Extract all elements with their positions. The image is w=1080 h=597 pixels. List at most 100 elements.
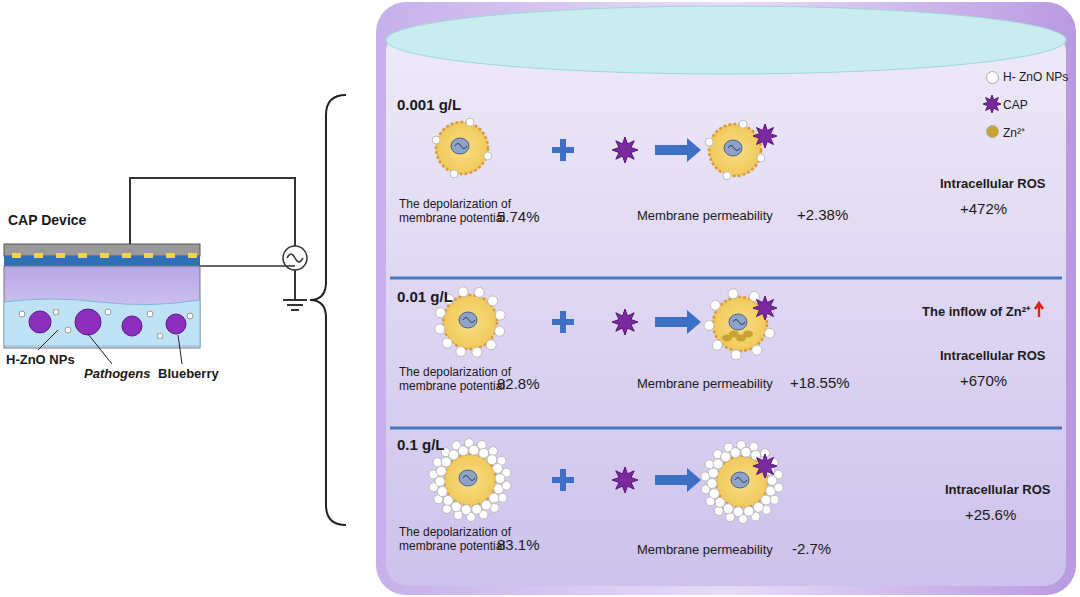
nanoparticle — [432, 136, 440, 144]
nanoparticle — [502, 481, 511, 490]
dna — [735, 478, 747, 483]
nanoparticle — [437, 487, 447, 497]
nanoparticle — [488, 296, 498, 306]
band-text: Membrane permeability — [637, 376, 773, 391]
nanoparticle — [487, 455, 497, 465]
band-text: +472% — [960, 200, 1007, 217]
nanoparticle — [456, 347, 466, 357]
nucleus — [459, 312, 477, 328]
nanoparticle — [705, 138, 713, 146]
blueberry — [122, 316, 142, 336]
nanoparticle — [458, 287, 468, 297]
nucleus — [729, 314, 747, 330]
concentration-band: 0.001 g/LThe depolarization of membrane … — [392, 88, 1060, 276]
band-text: +670% — [960, 372, 1007, 389]
nucleus — [731, 472, 749, 488]
electrode — [34, 253, 43, 258]
electrode — [144, 253, 153, 258]
blueberry — [166, 314, 186, 334]
electrode — [122, 253, 131, 258]
nanoparticle — [19, 311, 25, 317]
part-label: H-ZnO NPs — [6, 352, 75, 367]
concentration-heading: 0.1 g/L — [397, 436, 445, 453]
nanoparticle — [712, 340, 722, 350]
nanoparticle — [723, 504, 733, 514]
electrode — [78, 253, 87, 258]
band-text: +2.38% — [797, 206, 848, 223]
nanoparticle — [753, 502, 763, 512]
band-text: -2.7% — [792, 540, 831, 557]
band-text: 5.74% — [497, 208, 540, 225]
nanoparticle — [53, 309, 59, 315]
nanoparticle — [472, 347, 482, 357]
nanoparticle — [442, 338, 452, 348]
dna — [455, 144, 467, 149]
nanoparticle — [739, 120, 747, 128]
band-text: Membrane permeability — [637, 542, 773, 557]
nucleus — [724, 140, 742, 156]
nanoparticle — [757, 154, 765, 162]
dna — [728, 146, 740, 151]
band-text: 82.8% — [497, 375, 540, 392]
nanoparticle — [728, 289, 738, 299]
nanoparticle — [774, 483, 783, 492]
part-label: Blueberry — [158, 366, 219, 381]
nanoparticle — [493, 463, 503, 473]
nanoparticle — [721, 452, 731, 462]
nanoparticle — [105, 309, 111, 315]
nanoparticle — [481, 500, 491, 510]
nanoparticle — [435, 308, 445, 318]
legend-text: Zn²⁺ — [1003, 124, 1025, 141]
blueberry — [29, 311, 51, 333]
electrode — [100, 253, 109, 258]
nanoparticle — [710, 300, 720, 310]
dna — [463, 318, 475, 323]
band-text: +25.6% — [965, 506, 1016, 523]
electrode — [166, 253, 175, 258]
arrow — [655, 468, 701, 492]
nanoparticle — [65, 327, 71, 333]
legend-swatch — [986, 125, 999, 138]
nanoparticle — [715, 497, 725, 507]
nanoparticle — [466, 118, 474, 126]
electrode — [188, 253, 197, 258]
arrow — [655, 138, 701, 162]
nanoparticle — [731, 350, 741, 360]
cap-star — [612, 137, 638, 163]
cap-star — [612, 467, 638, 493]
cap-star — [753, 454, 777, 478]
cap-star — [612, 309, 638, 335]
nanoparticle — [486, 340, 496, 350]
nanoparticle — [451, 502, 461, 512]
part-label: CAP Device — [8, 212, 86, 228]
zinc-ion — [722, 335, 732, 342]
concentration-heading: 0.001 g/L — [397, 96, 461, 113]
arrow — [655, 310, 701, 334]
part-label: Pathogens — [84, 366, 150, 381]
concentration-band: 0.1 g/LThe depolarization of membrane po… — [392, 430, 1060, 580]
nanoparticle — [450, 170, 458, 178]
legend-text: CAP — [1003, 98, 1028, 112]
nanoparticle — [449, 450, 459, 460]
nanoparticle — [157, 333, 163, 339]
plus-sign — [552, 469, 574, 491]
electrode — [56, 253, 65, 258]
nanoparticle — [495, 310, 505, 320]
nanoparticle — [765, 328, 775, 338]
legend-swatch — [986, 71, 999, 84]
nanoparticle — [443, 495, 453, 505]
cell — [444, 454, 496, 506]
band-text: Membrane permeability — [637, 208, 773, 223]
nanoparticle — [187, 313, 193, 319]
cap-star — [983, 95, 1001, 113]
band-text: 83.1% — [497, 536, 540, 553]
blueberry — [75, 309, 101, 335]
band-text: Intracellular ROS — [945, 482, 1050, 497]
nanoparticle — [436, 466, 446, 476]
increase-arrow — [1035, 303, 1043, 317]
band-text: Intracellular ROS — [940, 348, 1045, 363]
nanoparticle — [495, 326, 505, 336]
plus-sign — [552, 139, 574, 161]
nanoparticle — [435, 324, 445, 334]
